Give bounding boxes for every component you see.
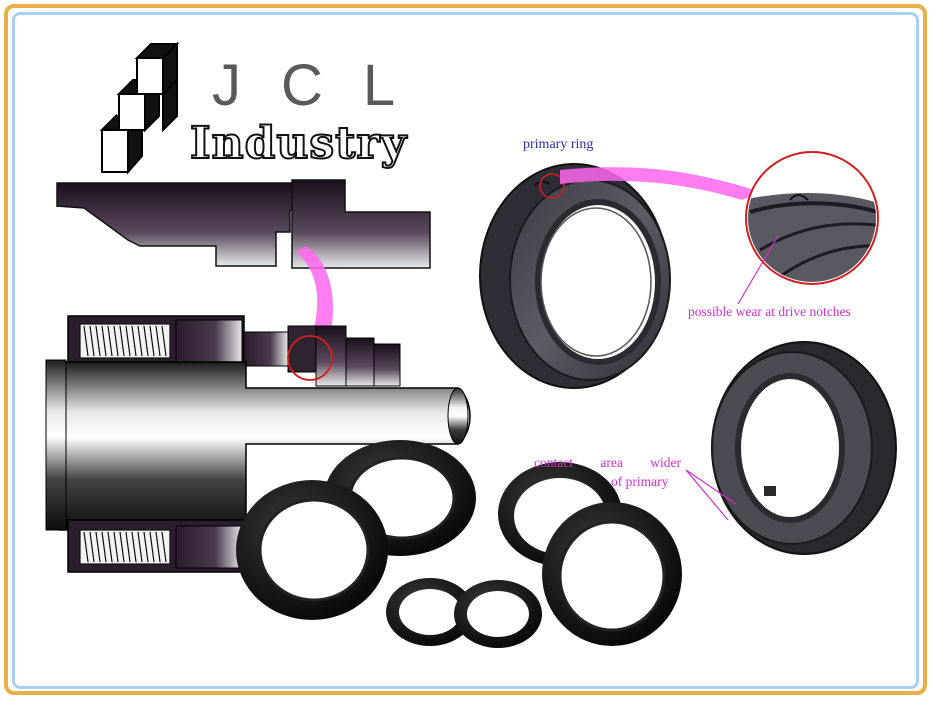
- spring-top-icon: [79, 323, 171, 359]
- logo-blocks-icon: [99, 41, 180, 175]
- label-primary-ring: primary ring: [523, 137, 594, 152]
- brand-logo-text: JCL: [212, 53, 436, 118]
- primary-ring-image: [479, 163, 671, 389]
- wear-pointer-line: [737, 235, 779, 305]
- contact-pointer-line-1: [685, 469, 737, 505]
- callout-arrow-right: [560, 167, 760, 200]
- primary-ring-highlight-icon: [539, 173, 565, 199]
- seal-assembly-cross-section: [45, 315, 471, 573]
- label-contact-area-line1: contact area wider: [534, 455, 681, 470]
- contact-pointer-line-2: [685, 469, 729, 521]
- side-ring-image: [711, 341, 897, 555]
- label-possible-wear: possible wear at drive notches: [688, 304, 851, 319]
- seal-component-exploded: [56, 179, 431, 269]
- highlight-circle-icon: [287, 335, 333, 381]
- spring-bottom-icon: [79, 529, 171, 565]
- zoom-detail-circle: [745, 151, 879, 285]
- rubber-rings-group: [236, 440, 682, 648]
- brand-tagline: Industry: [189, 117, 408, 170]
- callout-arrow-left: [296, 246, 333, 336]
- label-contact-area-line2: of primary: [611, 474, 669, 489]
